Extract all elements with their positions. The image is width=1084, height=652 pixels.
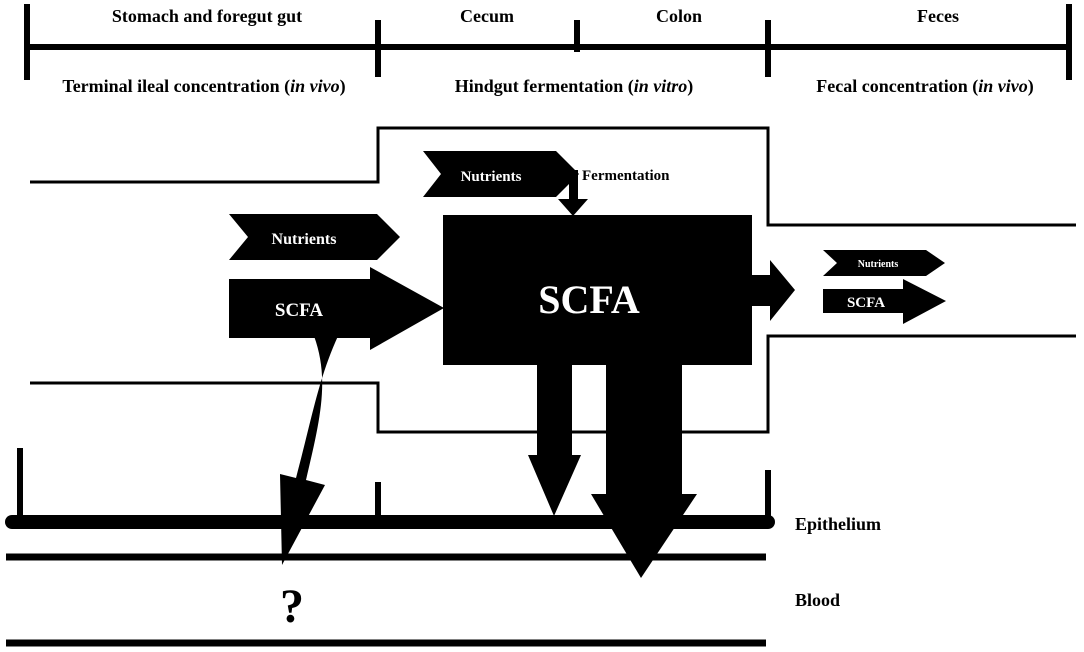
- fermentation-label: Fermentation: [582, 168, 670, 184]
- segment-label-cecum: Cecum: [460, 6, 514, 26]
- gut-tube-upper-wall: [30, 126, 1076, 227]
- nutrients-arrow-right: [823, 250, 945, 276]
- scfa-label-left: SCFA: [275, 300, 323, 321]
- segment-label-stomach: Stomach and foregut gut: [112, 6, 302, 26]
- gut-tube: [30, 126, 1076, 434]
- blood-label: Blood: [795, 590, 840, 610]
- segment-label-colon: Colon: [656, 6, 702, 26]
- segment-label-feces: Feces: [917, 6, 959, 26]
- scfa-arrow-left: [229, 267, 444, 350]
- measurement-label-hindgut: Hindgut fermentation (in vitro): [455, 76, 694, 97]
- nutrients-arrow-top: [423, 151, 579, 197]
- tissue-layers: Epithelium Blood: [5, 448, 881, 647]
- gut-tube-lower-wall: [30, 334, 1076, 434]
- absorption-arrow-colon: [591, 363, 697, 578]
- absorption-arrow-curve: [280, 336, 338, 565]
- nutrients-label-top: Nutrients: [461, 169, 522, 185]
- nutrients-label-right: Nutrients: [858, 259, 899, 270]
- fermentation-arrow: [558, 170, 588, 216]
- scfa-label-right: SCFA: [847, 295, 885, 311]
- scfa-production-box: [443, 215, 752, 365]
- unknown-absorption-mark: ?: [280, 580, 304, 633]
- epithelium-label: Epithelium: [795, 514, 881, 534]
- absorption-arrow-cecum: [528, 363, 581, 516]
- segment-ruler: Stomach and foregut gut Cecum Colon Fece…: [24, 4, 1072, 97]
- scfa-label-center: SCFA: [538, 277, 640, 322]
- scfa-arrow-right: [823, 279, 946, 324]
- measurement-label-fecal: Fecal concentration (in vivo): [816, 76, 1033, 97]
- measurement-label-ileal: Terminal ileal concentration (in vivo): [62, 76, 345, 97]
- nutrients-label-left: Nutrients: [272, 231, 337, 248]
- nutrients-arrow-left: [229, 214, 400, 260]
- scfa-outflow-arrow: [752, 260, 795, 321]
